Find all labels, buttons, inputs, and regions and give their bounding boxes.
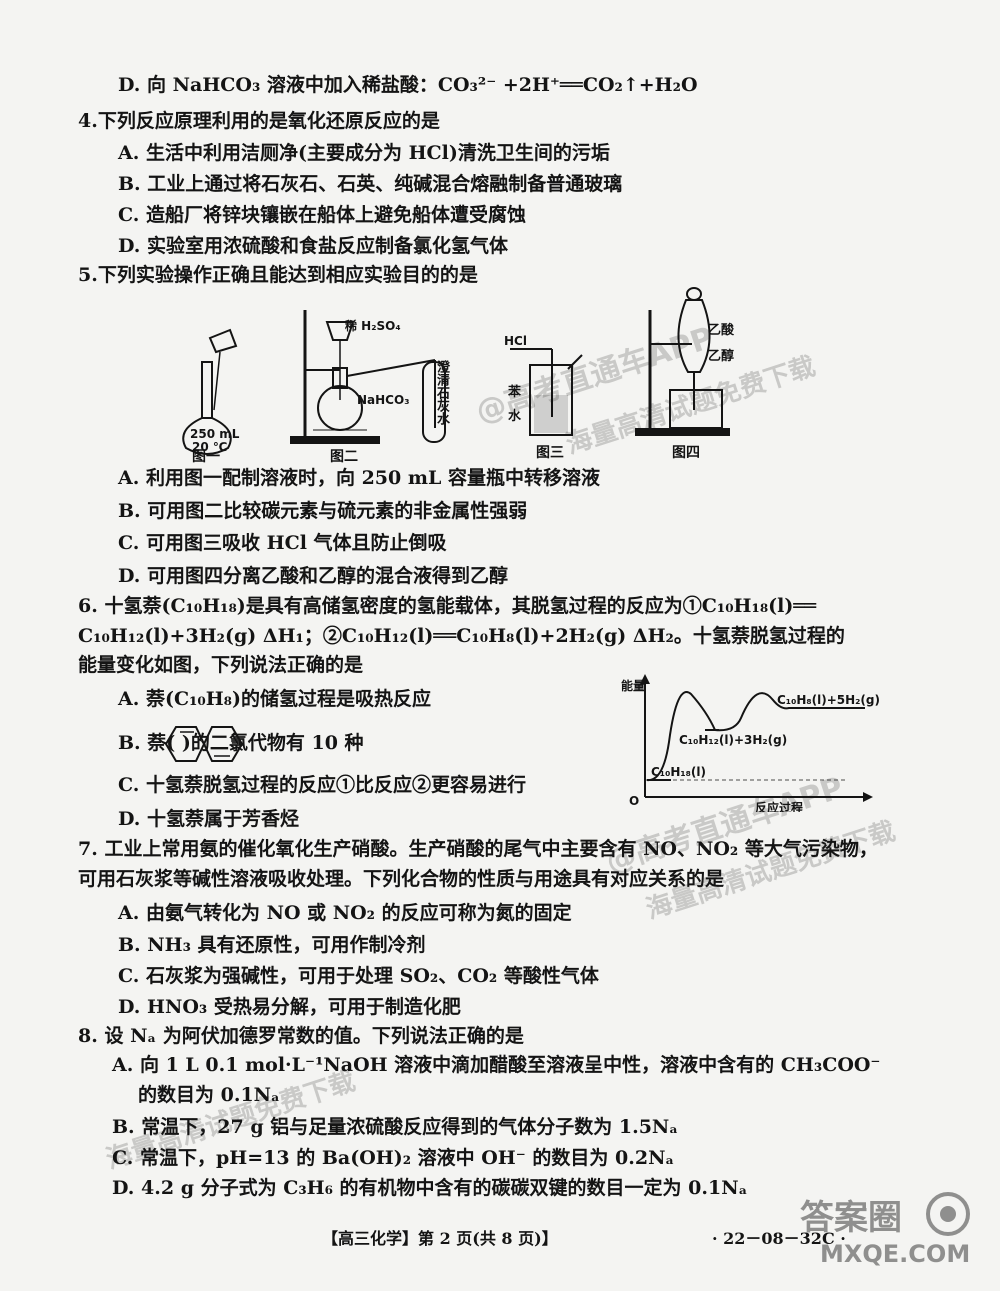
q5-option-c: C. 可用图三吸收 HCl 气体且防止倒吸 xyxy=(118,532,447,554)
q6-stem-line3: 能量变化如图，下列说法正确的是 xyxy=(78,654,364,676)
fig1-volume-label: 250 mL xyxy=(190,427,240,441)
q4-option-c: C. 造船厂将锌块镶嵌在船体上避免船体遭受腐蚀 xyxy=(118,204,527,226)
figure-4-separatory-funnel xyxy=(635,287,730,436)
q5-option-b: B. 可用图二比较碳元素与硫元素的非金属性强弱 xyxy=(118,500,528,522)
fig3-gas-label: HCl xyxy=(504,335,527,348)
graph-ylabel: 能量 xyxy=(621,678,645,693)
q6-option-c: C. 十氢萘脱氢过程的反应①比反应②更容易进行 xyxy=(118,774,527,796)
q8-option-a-line2: 的数目为 0.1Nₐ xyxy=(138,1084,280,1106)
fig2-salt-label: NaHCO₃ xyxy=(357,393,409,407)
q7-option-a: A. 由氨气转化为 NO 或 NO₂ 的反应可称为氮的固定 xyxy=(118,902,572,924)
q7-option-b: B. NH₃ 具有还原性，可用作制冷剂 xyxy=(118,934,426,956)
figure-3-gas-bottle: HCl xyxy=(504,335,583,436)
fig4-caption: 图四 xyxy=(672,445,700,461)
figure-1-volumetric-flask: 250 mL 20 ℃ xyxy=(182,328,240,455)
fig2-caption: 图二 xyxy=(330,449,358,465)
q8-option-b: B. 常温下，27 g 铝与足量浓硫酸反应得到的气体分子数为 1.5Nₐ xyxy=(112,1116,679,1138)
q6-option-d: D. 十氢萘属于芳香烃 xyxy=(118,808,300,830)
fig2-limewater-label: 澄清石灰水 xyxy=(434,360,449,425)
page-footer: 【高三化学】第 2 页(共 8 页)】 xyxy=(322,1229,558,1248)
q4-option-d: D. 实验室用浓硫酸和食盐反应制备氯化氢气体 xyxy=(118,235,509,257)
q7-stem-line1: 7. 工业上常用氨的催化氧化生产硝酸。生产硝酸的尾气中主要含有 NO、NO₂ 等… xyxy=(78,838,878,860)
q7-stem-line2: 可用石灰浆等碱性溶液吸收处理。下列化合物的性质与用途具有对应关系的是 xyxy=(78,868,725,890)
naphthalene-structure-icon xyxy=(164,726,244,762)
page-code: · 22－08－32C · xyxy=(712,1229,846,1248)
graph-origin: O xyxy=(629,794,639,808)
graph-state-1: C₁₀H₁₈(l) xyxy=(651,765,706,779)
fig1-temp-label: 20 ℃ xyxy=(192,440,227,454)
graph-state-2: C₁₀H₁₂(l)+3H₂(g) xyxy=(679,733,787,747)
q7-option-d: D. HNO₃ 受热易分解，可用于制造化肥 xyxy=(118,996,461,1018)
fig3-caption: 图三 xyxy=(536,445,564,461)
q6-stem-line2: C₁₀H₁₂(l)+3H₂(g) ΔH₁；②C₁₀H₁₂(l)══C₁₀H₈(l… xyxy=(78,625,845,647)
q4-option-a: A. 生活中利用洁厕净(主要成分为 HCl)清洗卫生间的污垢 xyxy=(118,142,610,164)
q4-stem: 4.下列反应原理利用的是氧化还原反应的是 xyxy=(78,110,440,132)
q5-option-a: A. 利用图一配制溶液时，向 250 mL 容量瓶中转移溶液 xyxy=(118,467,600,489)
fig1-caption: 图一 xyxy=(192,449,220,465)
q8-option-a-line1: A. 向 1 L 0.1 mol·L⁻¹NaOH 溶液中滴加醋酸至溶液呈中性，溶… xyxy=(112,1054,881,1076)
q5-option-d: D. 可用图四分离乙酸和乙醇的混合液得到乙醇 xyxy=(118,565,509,587)
q8-option-c: C. 常温下，pH=13 的 Ba(OH)₂ 溶液中 OH⁻ 的数目为 0.2N… xyxy=(112,1147,675,1169)
q7-option-c: C. 石灰浆为强碱性，可用于处理 SO₂、CO₂ 等酸性气体 xyxy=(118,965,599,987)
site-url: MXQE.COM xyxy=(820,1240,971,1268)
graph-xlabel: 反应过程 xyxy=(755,800,803,812)
fig4-top-label: 乙酸 xyxy=(708,323,735,338)
fig4-bottom-label: 乙醇 xyxy=(708,349,735,364)
q8-option-d: D. 4.2 g 分子式为 C₃H₆ 的有机物中含有的碳碳双键的数目一定为 0.… xyxy=(112,1177,748,1199)
fig2-acid-label: 稀 H₂SO₄ xyxy=(345,318,401,333)
graph-state-3: C₁₀H₈(l)+5H₂(g) xyxy=(777,693,880,707)
q5-stem: 5.下列实验操作正确且能达到相应实验目的的是 xyxy=(78,264,478,286)
fig3-benzene-label: 苯 xyxy=(508,385,522,400)
site-logo-text: 答案圈 xyxy=(800,1198,902,1238)
fig3-water-label: 水 xyxy=(508,409,522,424)
energy-diagram: 能量 O C₁₀H₁₈(l) C₁₀H₁₂(l)+3H₂(g) C₁₀H₈(l)… xyxy=(621,674,880,812)
q4-option-b: B. 工业上通过将石灰石、石英、纯碱混合熔融制备普通玻璃 xyxy=(118,173,623,195)
figure-2-apparatus: 稀 H₂SO₄ NaHCO₃ xyxy=(290,310,446,444)
q8-stem: 8. 设 Nₐ 为阿伏加德罗常数的值。下列说法正确的是 xyxy=(78,1025,524,1047)
site-logo-icon xyxy=(926,1192,970,1236)
q3-option-d: D. 向 NaHCO₃ 溶液中加入稀盐酸：CO₃²⁻ +2H⁺══CO₂↑+H₂… xyxy=(118,74,698,96)
q6-option-a: A. 萘(C₁₀H₈)的储氢过程是吸热反应 xyxy=(118,688,431,710)
q6-stem-line1: 6. 十氢萘(C₁₀H₁₈)是具有高储氢密度的氢能载体，其脱氢过程的反应为①C₁… xyxy=(78,595,817,617)
